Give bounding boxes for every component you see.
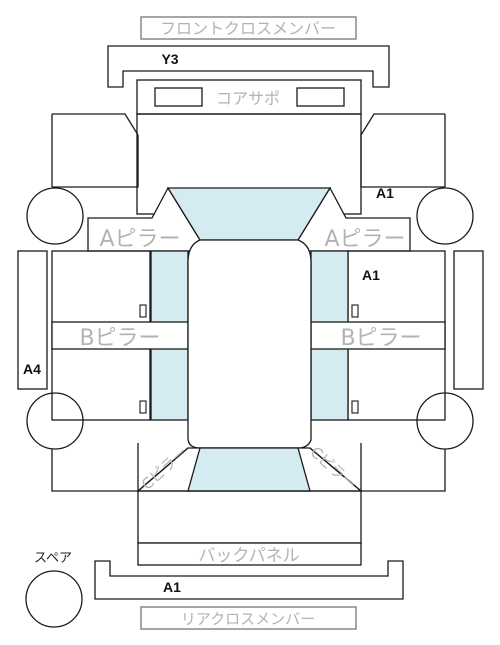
trunk-area (137, 490, 362, 544)
right-rear-side-member (360, 443, 446, 492)
front-right-tire (416, 187, 474, 245)
back-panel (137, 542, 362, 566)
left-side-code: A4 (23, 361, 41, 377)
b-pillar-right-label: Bピラー (340, 326, 421, 351)
front-cross-member-label: フロントクロスメンバー (160, 19, 336, 38)
core-support-left-window (154, 87, 203, 107)
c-pillar-right-edge (309, 447, 362, 492)
rear-window (187, 447, 311, 492)
front-cross-member (107, 45, 390, 88)
a-pillar-right-label: Aピラー (324, 227, 405, 252)
core-support-label: コアサポ (216, 89, 280, 108)
b-pillar-right-band (310, 321, 446, 350)
left-rear-side-member (51, 443, 139, 492)
left-rear-marker (139, 400, 147, 414)
rear-cross-member (94, 560, 404, 600)
front-cross-member-label-box (140, 16, 357, 40)
b-pillar-left-label: Bピラー (79, 326, 160, 351)
left-front-marker (139, 304, 147, 318)
spare-tire (25, 570, 83, 628)
b-pillar-left-band (51, 321, 189, 350)
core-support (136, 79, 362, 115)
right-rocker-panel (453, 250, 484, 390)
right-front-marker (351, 304, 359, 318)
rear-cross-member-label-box (140, 606, 357, 630)
front-left-tire (26, 187, 84, 245)
a-pillar-left-label: Aピラー (99, 227, 180, 252)
front-cross-member-code: Y3 (161, 51, 178, 67)
right-rear-marker (351, 400, 359, 414)
rear-cross-member-code: A1 (163, 579, 181, 595)
c-pillar-left-edge (137, 447, 189, 492)
a-pillar-right-code: A1 (376, 185, 394, 201)
back-panel-label: バックパネル (198, 546, 299, 566)
left-front-side-member (52, 113, 139, 188)
right-front-side-member (360, 113, 445, 188)
spare-label: スペア (34, 551, 72, 566)
b-area-right-code: A1 (362, 267, 380, 283)
roof-panel (187, 239, 312, 449)
rear-cross-member-label: リアクロスメンバー (181, 610, 315, 628)
rear-left-tire (26, 392, 84, 450)
core-support-right-window (296, 87, 345, 107)
left-rocker-panel (17, 250, 48, 390)
